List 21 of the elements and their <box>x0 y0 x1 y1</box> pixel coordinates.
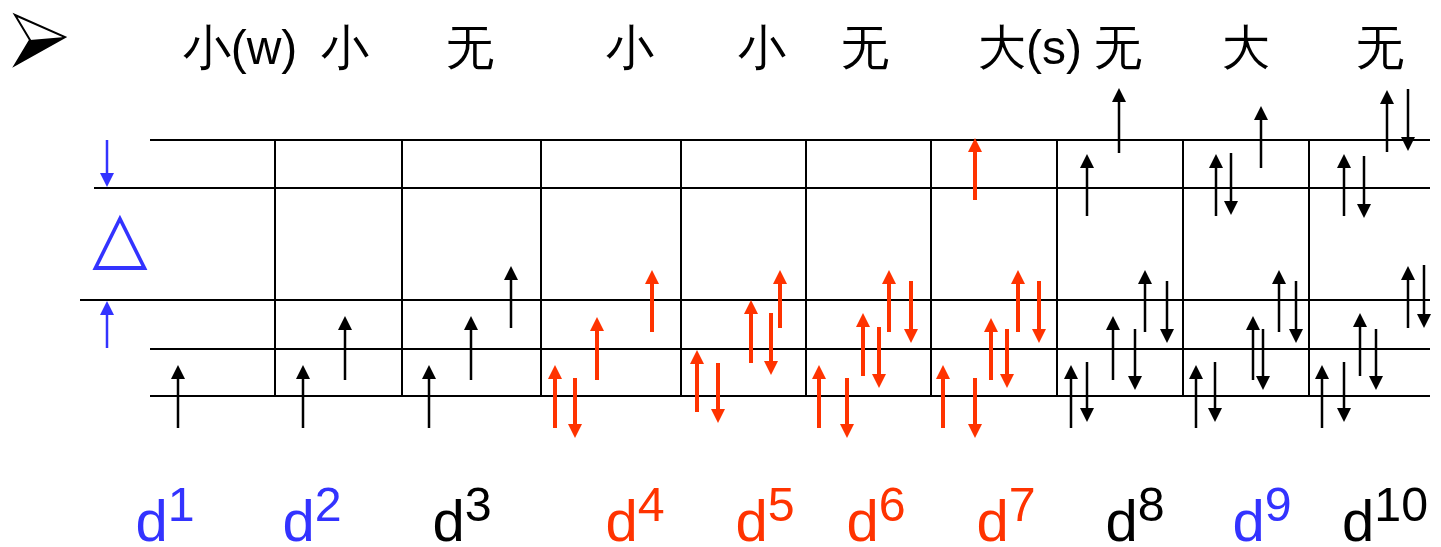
configuration-label: d$^{9}$ <box>1232 479 1292 547</box>
column-label: 小(w) <box>182 24 298 72</box>
column-label: 大 <box>1222 24 1270 72</box>
configuration-label: d$^{7}$ <box>976 479 1036 547</box>
column-label: 无 <box>446 24 494 72</box>
column-label: 小 <box>321 24 369 72</box>
column-label: 无 <box>841 24 889 72</box>
column-label: 无 <box>1356 24 1404 72</box>
configuration-label: d$^{2}$ <box>282 479 342 547</box>
configuration-label: d$^{8}$ <box>1105 479 1165 547</box>
column-label: 小 <box>606 24 654 72</box>
configuration-label: d$^{10}$ <box>1342 479 1428 547</box>
column-label: 小 <box>738 24 786 72</box>
configuration-label: d$^{3}$ <box>432 479 492 547</box>
configuration-label: d$^{6}$ <box>846 479 906 547</box>
configuration-label: d$^{1}$ <box>135 479 195 547</box>
configuration-label: d$^{4}$ <box>605 479 665 547</box>
column-label: 无 <box>1094 24 1142 72</box>
configuration-label: d$^{5}$ <box>735 479 795 547</box>
column-label: 大(s) <box>978 24 1082 72</box>
delta-symbol: △ <box>92 200 148 272</box>
